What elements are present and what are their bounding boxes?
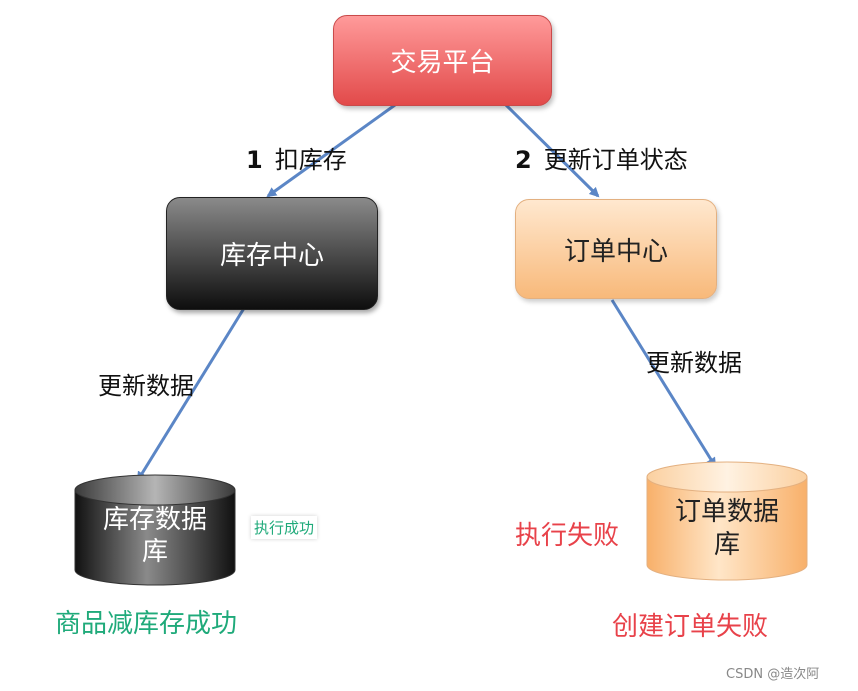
order-center-label: 订单中心 — [563, 236, 668, 267]
arrow-order-to-db — [610, 299, 717, 468]
watermark: CSDN @造次阿 — [726, 667, 820, 682]
order-exec-fail-note: 执行失败 — [515, 521, 620, 551]
step2-text: 更新订单状态 — [543, 146, 688, 174]
inventory-db-label-line1: 库存数据 — [103, 505, 207, 535]
edge-label-update-right: 更新数据 — [646, 349, 742, 377]
edge-label-step2: 2 更新订单状态 — [515, 140, 688, 175]
order-db-label-line2: 库 — [714, 530, 740, 560]
edge-label-update-left: 更新数据 — [98, 372, 194, 400]
inventory-center-node: 库存中心 — [166, 197, 378, 310]
arrow-trade-to-inventory — [266, 103, 396, 198]
trade-platform-node: 交易平台 — [333, 15, 552, 106]
step1-number: 1 — [246, 146, 263, 174]
edge-label-step1: 1 扣库存 — [246, 140, 347, 175]
inventory-caption: 商品减库存成功 — [55, 609, 238, 639]
inventory-center-label: 库存中心 — [219, 241, 324, 271]
arrow-inventory-to-db — [136, 304, 248, 482]
order-center-node: 订单中心 — [515, 199, 717, 299]
order-db-label-line1: 订单数据 — [675, 497, 779, 527]
arrow-trade-to-order — [504, 103, 600, 198]
step2-number: 2 — [515, 146, 532, 174]
inventory-exec-success-note: 执行成功 — [251, 516, 318, 539]
inventory-db-label-line2: 库 — [142, 537, 168, 567]
order-database: 订单数据 库 — [646, 461, 808, 581]
order-caption: 创建订单失败 — [612, 612, 769, 642]
trade-platform-label: 交易平台 — [390, 48, 495, 78]
step1-text: 扣库存 — [274, 146, 347, 174]
inventory-database: 库存数据 库 — [74, 474, 236, 586]
